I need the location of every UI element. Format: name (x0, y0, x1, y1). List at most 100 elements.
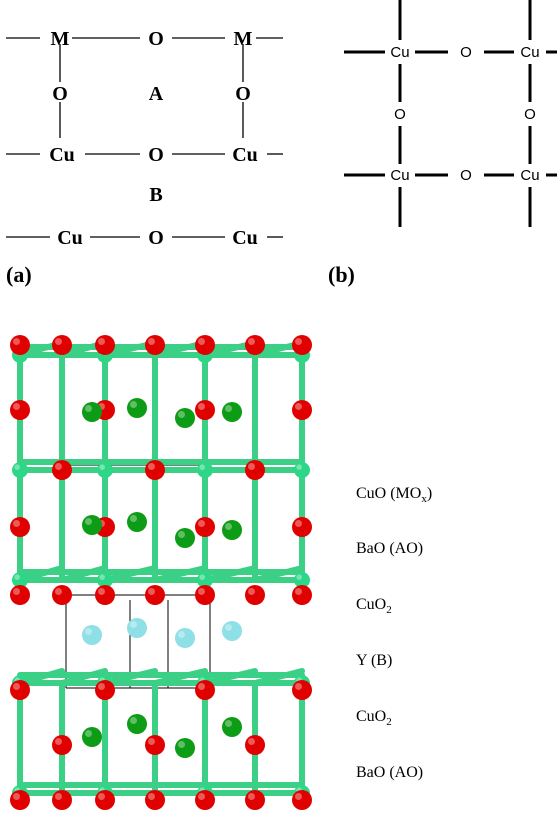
bond (102, 565, 158, 583)
bond (59, 565, 108, 583)
copper-atom-highlight (99, 464, 105, 471)
oxygen-atom-highlight (13, 338, 20, 345)
oxygen-atom (52, 790, 72, 810)
oxygen-atom-highlight (55, 588, 62, 595)
oxygen-atom-highlight (13, 793, 20, 800)
oxygen-atom-highlight (295, 793, 302, 800)
copper-atom-highlight (14, 464, 20, 471)
oxygen-atom (52, 585, 72, 605)
barium-atom (175, 738, 195, 758)
oxygen-atom (195, 335, 215, 355)
yttrium-atom-highlight (178, 631, 185, 638)
oxygen-atom-highlight (55, 463, 62, 470)
oxygen-atom (52, 735, 72, 755)
oxygen-atom-highlight (248, 463, 255, 470)
oxygen-atom-highlight (13, 520, 20, 527)
oxygen-atom-highlight (98, 588, 105, 595)
yttrium-atom-highlight (85, 628, 92, 635)
oxygen-atom (52, 335, 72, 355)
layer-labels: CuO (MOx) BaO (AO) CuO2 Y (B) CuO2 BaO (… (356, 485, 432, 781)
oxygen-atom (145, 585, 165, 605)
layer-label-cuo2: CuO2 (356, 708, 392, 728)
oxygen-atom (52, 460, 72, 480)
barium-atom (82, 402, 102, 422)
panel-b-label: (b) (328, 262, 355, 287)
oxygen-atom-highlight (148, 588, 155, 595)
copper-atom-highlight (199, 464, 205, 471)
oxygen-atom (292, 400, 312, 420)
oxygen-atom-highlight (55, 793, 62, 800)
copper-atom (294, 462, 310, 478)
barium-atom-highlight (85, 518, 92, 525)
panel-a-atom: Cu (57, 227, 83, 249)
bond (252, 565, 305, 583)
oxygen-atom-highlight (148, 793, 155, 800)
oxygen-atom (145, 335, 165, 355)
oxygen-atom (95, 585, 115, 605)
oxygen-atom-highlight (55, 738, 62, 745)
oxygen-atom (10, 680, 30, 700)
barium-atom (175, 408, 195, 428)
layer-label-bao: BaO (AO) (356, 764, 423, 781)
yttrium-atom-highlight (130, 621, 137, 628)
oxygen-atom (292, 585, 312, 605)
barium-atom (82, 515, 102, 535)
oxygen-atom-highlight (198, 520, 205, 527)
copper-atom (197, 462, 213, 478)
panel-b-atom: Cu (520, 167, 539, 184)
oxygen-atom-highlight (248, 793, 255, 800)
panel-b-labels: Cu O Cu O O Cu O Cu (390, 44, 539, 184)
oxygen-atom (145, 735, 165, 755)
oxygen-atom-highlight (55, 338, 62, 345)
bond (59, 668, 108, 686)
panel-a-atom: M (51, 28, 70, 50)
copper-atom (97, 462, 113, 478)
oxygen-atom-highlight (98, 793, 105, 800)
barium-atom-highlight (178, 741, 185, 748)
oxygen-atom (195, 680, 215, 700)
oxygen-atom (245, 790, 265, 810)
panel-a-site-label: B (149, 184, 162, 206)
oxygen-atom-highlight (13, 683, 20, 690)
oxygen-atom (10, 790, 30, 810)
panel-a-labels: M O M O A O Cu O Cu B Cu O Cu (49, 28, 258, 249)
oxygen-atom-highlight (295, 520, 302, 527)
yttrium-atom (127, 618, 147, 638)
panel-a-site-label: A (149, 83, 164, 105)
panel-b-atom: Cu (390, 44, 409, 61)
barium-atom (222, 717, 242, 737)
copper-atom-highlight (14, 574, 20, 580)
oxygen-atom-highlight (148, 738, 155, 745)
oxygen-atom-highlight (148, 338, 155, 345)
barium-atom-highlight (225, 405, 232, 412)
yttrium-atom (175, 628, 195, 648)
copper-atom (197, 572, 213, 588)
barium-atom (222, 402, 242, 422)
oxygen-atom (145, 460, 165, 480)
oxygen-atom-highlight (295, 403, 302, 410)
copper-atom-highlight (199, 574, 205, 580)
bond (152, 565, 208, 583)
barium-atom-highlight (85, 405, 92, 412)
oxygen-atom-highlight (198, 588, 205, 595)
panel-b-atom: Cu (390, 167, 409, 184)
oxygen-atom-highlight (248, 738, 255, 745)
copper-atom (97, 572, 113, 588)
oxygen-atom-highlight (198, 403, 205, 410)
oxygen-atom-highlight (198, 793, 205, 800)
oxygen-atom (145, 790, 165, 810)
copper-atom (294, 572, 310, 588)
panel-a-atom: O (148, 28, 164, 50)
copper-atom-highlight (99, 574, 105, 580)
oxygen-atom (195, 400, 215, 420)
oxygen-atom (292, 790, 312, 810)
panel-a-atom: Cu (232, 227, 258, 249)
barium-atom (127, 512, 147, 532)
panel-b-atom: O (394, 106, 406, 123)
barium-atom-highlight (225, 720, 232, 727)
oxygen-atom-highlight (295, 588, 302, 595)
barium-atom (127, 714, 147, 734)
copper-atom-highlight (296, 464, 303, 471)
panel-b-lines (344, 0, 557, 227)
